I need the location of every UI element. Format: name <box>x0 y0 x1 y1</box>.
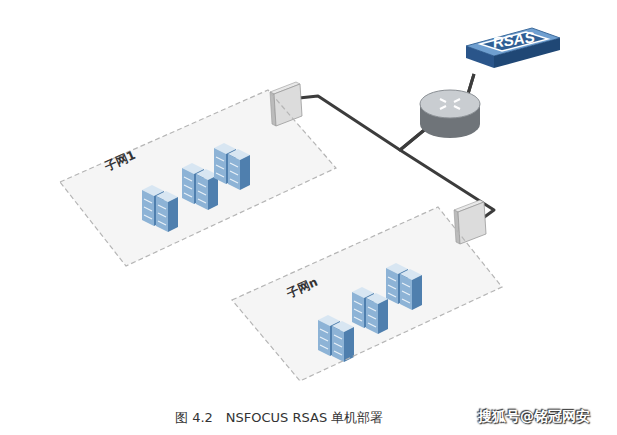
subnet-area: 子网1 <box>58 88 340 268</box>
network-link <box>400 74 494 218</box>
figure-caption: 图 4.2 NSFOCUS RSAS 单机部署 <box>175 409 383 427</box>
server-icon <box>228 149 250 190</box>
server-icon <box>332 321 354 362</box>
switch-icon <box>270 0 302 126</box>
node-outline <box>58 88 340 268</box>
server-icon <box>156 191 178 232</box>
subnet-label: 子网1 <box>102 147 138 176</box>
watermark: 搜狐号@铭冠网安 <box>478 408 590 426</box>
server-icon <box>366 293 388 334</box>
switch-icon <box>454 200 486 244</box>
subnet-area: 子网n <box>230 205 505 383</box>
router-icon <box>420 90 480 138</box>
node-outline <box>230 205 505 383</box>
rsas-device: RSAS <box>462 24 564 82</box>
server-icon <box>400 269 422 310</box>
subnet-label: 子网n <box>284 274 321 303</box>
